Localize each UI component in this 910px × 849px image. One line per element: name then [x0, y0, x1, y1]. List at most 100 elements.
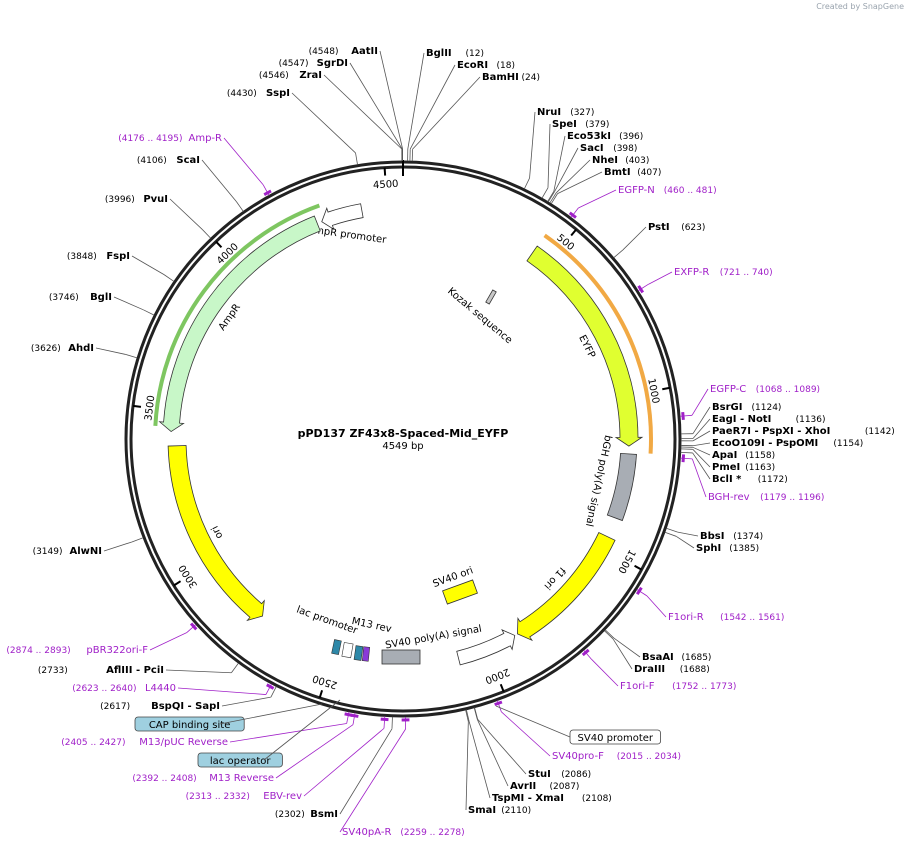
tick-label: 3000 — [177, 562, 200, 589]
leader-line — [476, 719, 509, 787]
leader-line — [691, 458, 707, 498]
site-label: StuI(2086) — [528, 769, 591, 780]
leader-line — [547, 191, 555, 202]
label-pos: (2086) — [561, 770, 591, 780]
leader-line — [622, 226, 647, 251]
label-pos: (407) — [637, 168, 661, 178]
site-label: BglI(3746) — [49, 292, 112, 303]
site-label: PmeI(1163) — [712, 462, 775, 473]
site-label: AhdI(3626) — [31, 343, 94, 354]
label-name: BGH-rev — [708, 492, 750, 503]
primer-label: pBR322ori-F(2874 .. 2893) — [6, 645, 148, 656]
primer-label: F1ori-F(1752 .. 1773) — [620, 681, 736, 692]
leader-line — [477, 718, 527, 775]
leader-line — [648, 271, 673, 285]
label-name: SmaI — [468, 805, 496, 816]
label-pos: (1542 .. 1561) — [720, 613, 784, 623]
boxed-label: lac operator — [210, 756, 271, 767]
primer-label: Amp-R(4176 .. 4195) — [118, 133, 222, 144]
site-label: AlwNI(3149) — [33, 546, 102, 557]
label-name: PvuI — [143, 194, 168, 205]
label-pos: (2617) — [100, 702, 130, 712]
label-pos: (398) — [613, 144, 637, 154]
primer-mark — [681, 412, 685, 421]
label-pos: (2110) — [501, 806, 531, 816]
primer-label: EXFP-R(721 .. 740) — [674, 267, 773, 278]
label-pos: (1385) — [729, 544, 759, 554]
label-pos: (379) — [585, 120, 609, 130]
lac-operator-feature — [353, 645, 364, 661]
label-pos: (2015 .. 2034) — [617, 752, 681, 762]
label-pos: (403) — [625, 156, 649, 166]
label-name: Eco53kI — [567, 131, 611, 142]
leader-line — [692, 452, 711, 480]
site-label: NruI(327) — [537, 107, 594, 118]
primer-label: L4440(2623 .. 2640) — [72, 683, 176, 694]
label-name: SV40pro-F — [552, 751, 604, 762]
leader-line — [541, 187, 549, 199]
site-label: EagI - NotI(1136) — [712, 414, 826, 425]
label-pos: (18) — [497, 61, 515, 71]
ampr-highlight — [153, 203, 321, 427]
feature-arrow — [517, 532, 616, 642]
boxed-label-bg — [134, 716, 245, 732]
label-pos: (2087) — [550, 782, 580, 792]
label-pos: (1068 .. 1089) — [756, 385, 820, 395]
leader-line — [680, 451, 693, 454]
label-name: BclI * — [712, 474, 742, 485]
kozak-feature — [485, 289, 497, 305]
leader-line — [412, 76, 481, 150]
primer-label: EBV-rev(2313 .. 2332) — [186, 791, 302, 802]
tick-mark — [215, 240, 223, 249]
leader-line — [165, 669, 232, 674]
tick-label: 2000 — [483, 666, 511, 686]
label-pos: (2874 .. 2893) — [6, 646, 70, 656]
leader-line — [465, 709, 470, 722]
feature-arrow — [167, 445, 265, 622]
leader-line — [553, 135, 566, 192]
label-name: M13 Reverse — [209, 773, 274, 784]
leader-line — [131, 537, 144, 543]
cap-binding-feature — [331, 639, 342, 656]
label-name: M13/pUC Reverse — [139, 737, 228, 748]
site-label: EcoRI(18) — [457, 60, 515, 71]
site-label: SmaI (2110) — [468, 805, 531, 816]
site-label: SpeI(379) — [552, 119, 609, 130]
leader-line — [275, 724, 354, 779]
label-pos: (1374) — [733, 532, 763, 542]
leader-line — [465, 721, 469, 811]
site-label: ZraI(4546) — [259, 70, 322, 81]
snapgene-credit: Created by SnapGene — [816, 2, 904, 11]
leader-line — [692, 418, 711, 439]
label-pos: (12) — [466, 49, 484, 59]
feature-arrow — [526, 245, 644, 447]
plasmid-name: pPD137 ZF43x8-Spaced-Mid_EYFP — [298, 427, 509, 440]
primer-mark — [635, 586, 643, 596]
leader-line — [692, 406, 711, 434]
label-pos: (327) — [570, 108, 594, 118]
site-label: AvrII(2087) — [510, 781, 579, 792]
label-name: BmtI — [604, 167, 631, 178]
label-name: BspQI - SapI — [151, 701, 220, 712]
m13-rev-label: M13 rev — [351, 616, 393, 635]
primer-mark — [681, 454, 686, 463]
label-pos: (2302) — [275, 810, 305, 820]
label-pos: (1158) — [745, 451, 775, 461]
leader-line — [263, 699, 341, 761]
label-pos: (4546) — [259, 71, 289, 81]
leader-line — [113, 296, 144, 311]
label-pos: (3626) — [31, 344, 61, 354]
feature-label: ori — [210, 524, 226, 541]
label-name: AlwNI — [70, 546, 103, 557]
leader-line — [407, 52, 425, 150]
leader-line — [529, 111, 536, 179]
label-pos: (1752 .. 1773) — [672, 682, 736, 692]
leader-line — [554, 147, 579, 192]
label-name: PstI — [648, 222, 670, 233]
label-pos: (396) — [619, 132, 643, 142]
feature-arrow — [321, 203, 364, 231]
tick-mark — [662, 386, 671, 391]
primer-label: BGH-rev(1179 .. 1196) — [708, 492, 824, 503]
leader-line — [236, 201, 244, 212]
